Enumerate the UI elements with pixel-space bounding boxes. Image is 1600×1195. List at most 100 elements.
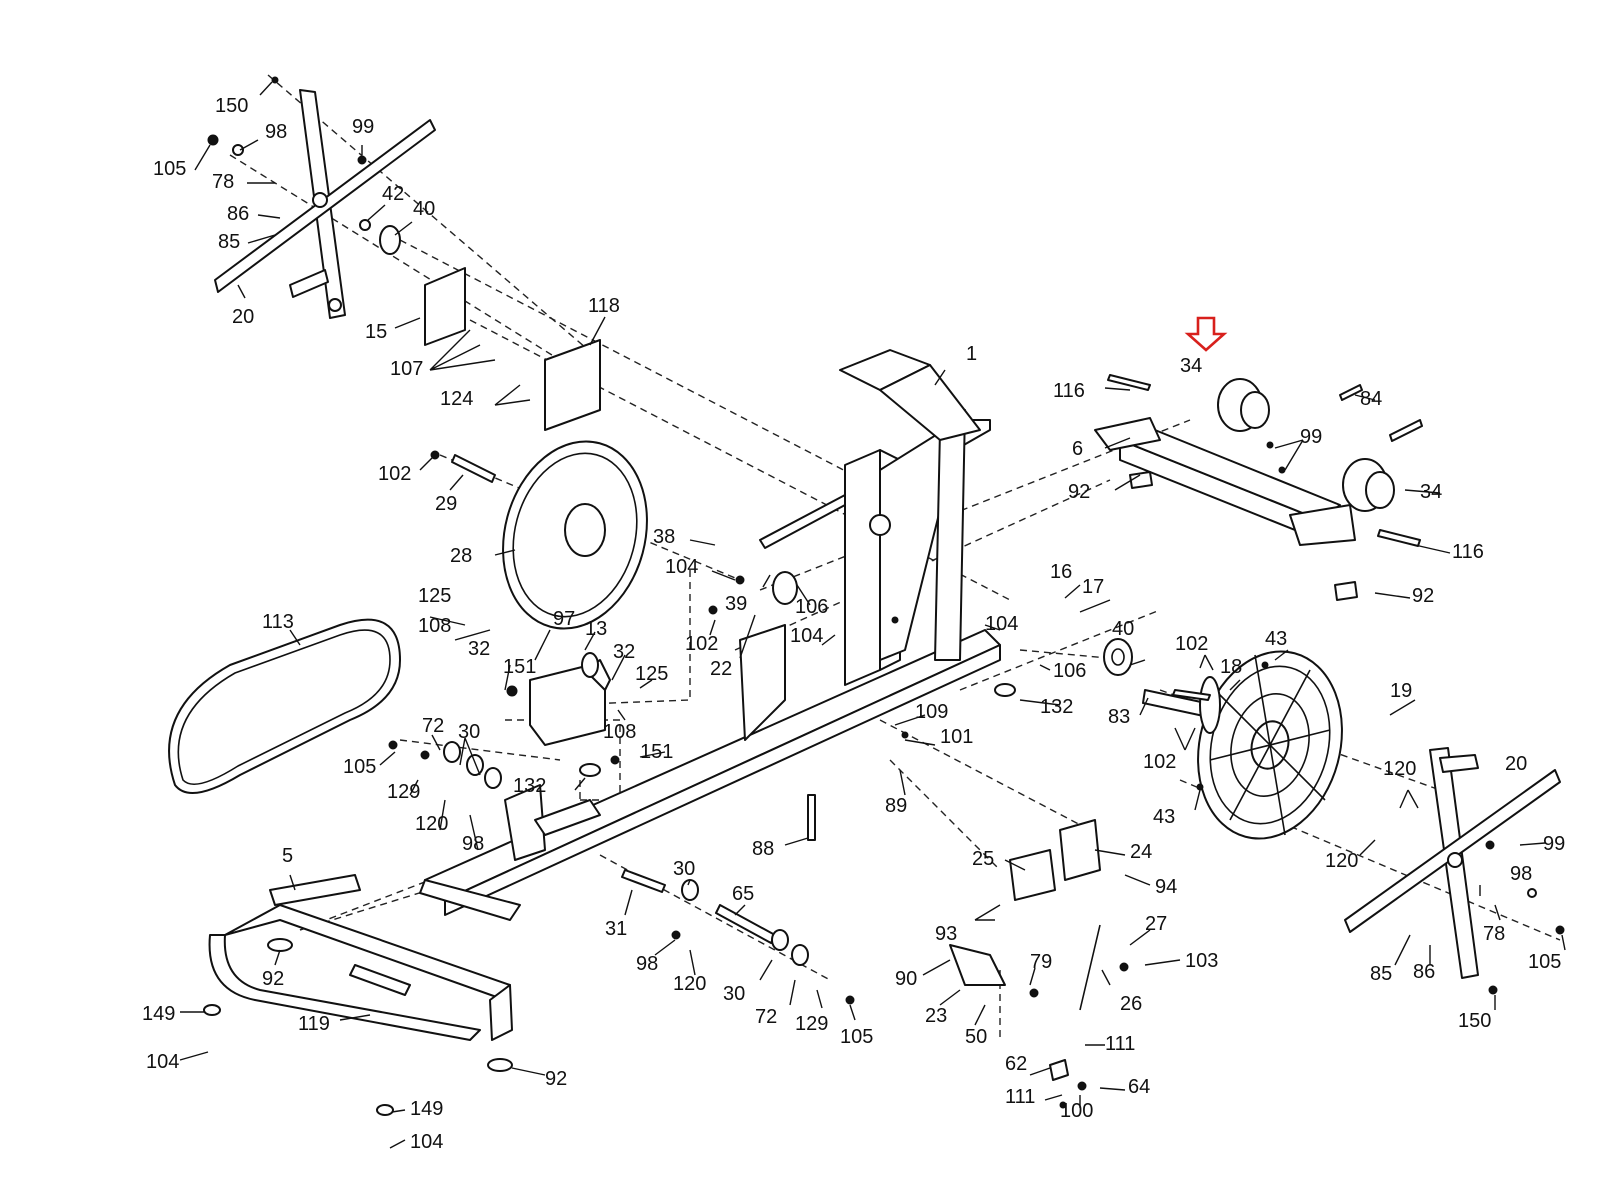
part-label: 34 [1420, 481, 1442, 503]
part-label: 107 [390, 358, 423, 380]
down-arrow-icon [1184, 316, 1228, 352]
part-label: 26 [1120, 993, 1142, 1015]
axles-and-bolts [443, 374, 1423, 966]
part-label: 104 [790, 625, 823, 647]
part-label: 104 [985, 613, 1018, 635]
part-label: 32 [468, 638, 490, 660]
part-label: 120 [1325, 850, 1358, 872]
part-label: 120 [415, 813, 448, 835]
part-label: 65 [732, 883, 754, 905]
part-label: 92 [1412, 585, 1434, 607]
part-label: 90 [895, 968, 917, 990]
part-label: 31 [605, 918, 627, 940]
part-label: 149 [410, 1098, 443, 1120]
part-label: 23 [925, 1005, 947, 1027]
part-label: 85 [1370, 963, 1392, 985]
part-label: 129 [795, 1013, 828, 1035]
part-label: 62 [1005, 1053, 1027, 1075]
part-label: 64 [1128, 1076, 1150, 1098]
part-label: 83 [1108, 706, 1130, 728]
part-label: 105 [153, 158, 186, 180]
part-label: 151 [503, 656, 536, 678]
part-label: 72 [755, 1006, 777, 1028]
part-label: 105 [1528, 951, 1561, 973]
part-label: 116 [1053, 380, 1085, 402]
part-label: 99 [352, 116, 374, 138]
drive-belt [168, 618, 401, 794]
part-label: 105 [840, 1026, 873, 1048]
leader-lines [179, 81, 1566, 1149]
part-label: 38 [653, 526, 675, 548]
part-label: 150 [1458, 1010, 1491, 1032]
part-label: 99 [1543, 833, 1565, 855]
part-label: 116 [1452, 541, 1484, 563]
part-label: 132 [513, 775, 546, 797]
part-label: 6 [1072, 438, 1083, 460]
part-label: 40 [1112, 618, 1134, 640]
part-label: 43 [1265, 628, 1287, 650]
part-label: 104 [410, 1131, 443, 1153]
fasteners [207, 76, 1565, 1109]
part-label: 30 [458, 721, 480, 743]
part-label: 88 [752, 838, 774, 860]
part-label: 27 [1145, 913, 1167, 935]
part-label: 5 [282, 845, 293, 867]
part-label: 20 [232, 306, 254, 328]
part-label: 109 [915, 701, 948, 723]
part-label: 25 [972, 848, 994, 870]
part-label: 43 [1153, 806, 1175, 828]
part-label: 125 [418, 585, 451, 607]
part-label: 150 [215, 95, 248, 117]
part-label: 79 [1030, 951, 1052, 973]
part-label: 120 [1383, 758, 1416, 780]
part-label: 111 [1005, 1086, 1035, 1108]
part-label: 84 [1360, 388, 1382, 410]
part-label: 18 [1220, 656, 1242, 678]
rear-stabilizer [1094, 378, 1395, 601]
part-label: 124 [440, 388, 473, 410]
part-label: 94 [1155, 876, 1177, 898]
part-label: 1 [966, 343, 977, 365]
front-stabilizer [203, 874, 513, 1116]
part-label: 19 [1390, 680, 1412, 702]
motor-assembly [529, 652, 1056, 901]
part-label: 42 [382, 183, 404, 205]
part-label: 15 [365, 321, 387, 343]
left-upright-arm [214, 89, 436, 319]
part-label: 29 [435, 493, 457, 515]
part-label: 129 [387, 781, 420, 803]
part-label: 32 [613, 641, 635, 663]
part-label: 108 [603, 721, 636, 743]
part-label: 113 [262, 611, 294, 633]
part-label: 102 [685, 633, 718, 655]
part-label: 108 [418, 615, 451, 637]
part-label: 125 [635, 663, 668, 685]
part-label: 86 [1413, 961, 1435, 983]
right-upright-arm [1344, 747, 1561, 979]
part-label: 98 [265, 121, 287, 143]
part-label: 93 [935, 923, 957, 945]
part-label: 103 [1185, 950, 1218, 972]
part-label: 17 [1082, 576, 1104, 598]
part-label: 72 [422, 715, 444, 737]
part-label: 101 [940, 726, 973, 748]
part-label: 78 [212, 171, 234, 193]
part-label: 102 [1143, 751, 1176, 773]
part-label: 100 [1060, 1100, 1093, 1122]
part-label: 89 [885, 795, 907, 817]
part-label: 119 [298, 1013, 330, 1035]
part-label: 120 [673, 973, 706, 995]
part-label: 151 [640, 741, 673, 763]
part-label: 98 [1510, 863, 1532, 885]
part-label: 99 [1300, 426, 1322, 448]
part-label: 28 [450, 545, 472, 567]
part-label: 85 [218, 231, 240, 253]
part-label: 20 [1505, 753, 1527, 775]
part-label: 102 [378, 463, 411, 485]
part-label: 50 [965, 1026, 987, 1048]
part-label: 98 [462, 833, 484, 855]
part-label: 92 [545, 1068, 567, 1090]
part-label: 22 [710, 658, 732, 680]
part-label: 24 [1130, 841, 1152, 863]
